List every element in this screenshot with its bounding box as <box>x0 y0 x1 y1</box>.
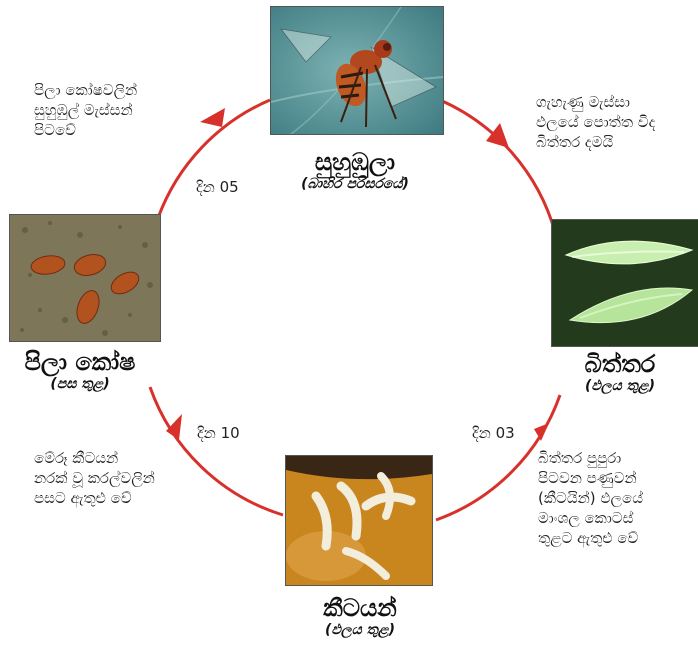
larva-photo <box>285 455 433 586</box>
desc-larva-to-pupa: මේරූ කීටයන් නරක් වූ කරල්වලින් පසට ඇතුළු … <box>34 448 224 508</box>
duration-egg-to-larva: දින 03 <box>472 424 515 442</box>
arrowhead-to-egg-icon <box>486 123 509 148</box>
stage-subtitle-larva: (ඵලය තුළ) <box>255 623 465 638</box>
stage-subtitle-egg: (ඵලය තුළ) <box>545 379 695 394</box>
stage-title-pupa: පිලා කෝෂ <box>0 350 160 375</box>
arrowhead-to-larva-icon <box>534 423 549 441</box>
stage-label-larva: කීටයන් (ඵලය තුළ) <box>255 596 465 638</box>
pupa-photo <box>9 214 161 342</box>
egg-photo <box>551 219 698 347</box>
adult-fly-photo <box>270 6 444 135</box>
stage-title-adult: සුහුඹුලා <box>250 150 460 175</box>
duration-pupa-to-adult: දින 05 <box>196 178 239 196</box>
duration-larva-to-pupa: දින 10 <box>197 424 240 442</box>
stage-label-adult: සුහුඹුලා (බාහිර පරිසරයේ) <box>250 150 460 192</box>
stage-label-pupa: පිලා කෝෂ (පස තුළ) <box>0 350 160 392</box>
stage-subtitle-adult: (බාහිර පරිසරයේ) <box>250 177 460 192</box>
desc-adult-to-egg: ගැහැණු මැස්සා ඵලයේ පොත්ත විද බිත්තර දමයි <box>536 92 698 152</box>
desc-pupa-to-adult: පිලා කෝෂවලින් සුහුඹුල් මැස්සන් පිටවේ <box>34 80 214 140</box>
desc-egg-to-larva: බිත්තර පුපුරා පිටවන පණුවන් (කීටයින්) ඵලය… <box>538 448 696 548</box>
stage-label-egg: බිත්තර (ඵලය තුළ) <box>545 352 695 394</box>
stage-title-egg: බිත්තර <box>545 352 695 377</box>
stage-title-larva: කීටයන් <box>255 596 465 621</box>
stage-subtitle-pupa: (පස තුළ) <box>0 377 160 392</box>
